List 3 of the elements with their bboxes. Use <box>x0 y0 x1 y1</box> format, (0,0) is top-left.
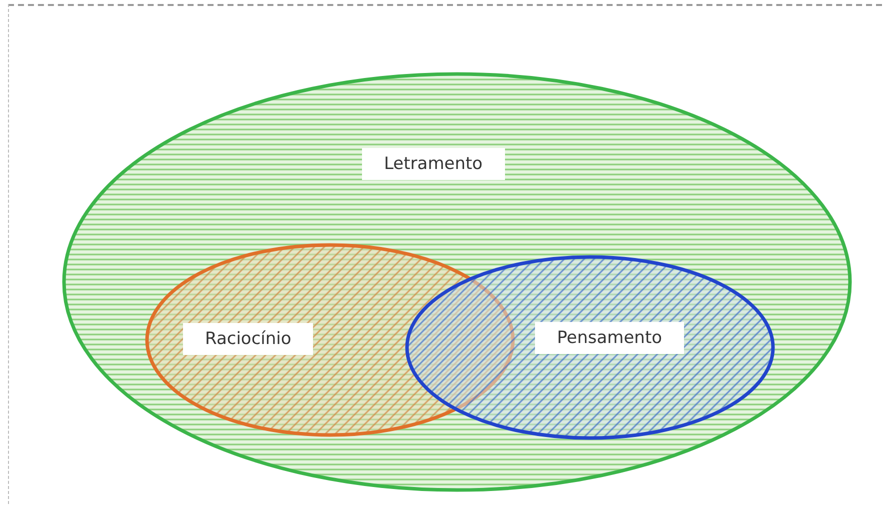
set-label: Raciocínio <box>183 323 314 355</box>
set-label: Pensamento <box>535 322 684 354</box>
set-label: Letramento <box>362 148 505 180</box>
